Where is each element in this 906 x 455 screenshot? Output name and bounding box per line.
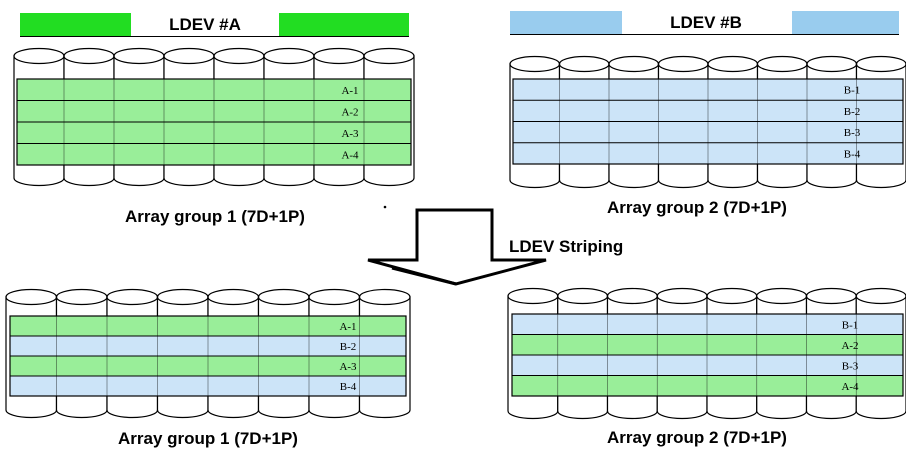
disk-top — [363, 47, 415, 65]
disk-top — [106, 288, 159, 306]
row-label: A-1 — [339, 321, 356, 333]
row-label: A-4 — [841, 381, 859, 393]
disk-top — [806, 55, 858, 73]
array-group-top-left: A-1A-2A-3A-4 — [13, 47, 415, 187]
header-ldev-b: LDEV #B — [510, 9, 899, 35]
stripe-band-outline — [511, 313, 904, 397]
disk-top — [855, 287, 906, 305]
caption-bottom-left: Array group 1 (7D+1P) — [118, 429, 298, 448]
striping-arrow — [367, 208, 547, 286]
row-label: B-4 — [340, 381, 357, 393]
disk-top — [213, 47, 265, 65]
header-ldev-b-gap — [622, 9, 792, 34]
stripe-row — [512, 314, 903, 335]
disk-top — [5, 288, 58, 306]
disk-top — [257, 288, 310, 306]
arrow-label: LDEV Striping — [509, 237, 623, 256]
disk-top — [163, 47, 215, 65]
header-ldev-b-text: LDEV #B — [670, 13, 742, 32]
array-group-bottom-left: A-1B-2A-3B-4 — [5, 288, 411, 419]
disk-top — [657, 55, 709, 73]
disk-top — [207, 288, 260, 306]
disk-top — [558, 55, 610, 73]
striping-arrow-shape — [367, 208, 547, 286]
disk-top — [358, 288, 411, 306]
row-label: B-1 — [844, 85, 861, 97]
stripe-row — [512, 355, 903, 376]
row-label: B-2 — [340, 341, 357, 353]
row-label: A-4 — [341, 149, 359, 161]
caption-top-right: Array group 2 (7D+1P) — [607, 198, 787, 217]
array-group-top-right: B-1B-2B-3B-4 — [509, 55, 906, 189]
disk-top — [756, 287, 808, 305]
stripe-row — [512, 375, 903, 396]
stripe-band-outline — [9, 315, 407, 397]
disk-top — [557, 287, 609, 305]
row-label: A-2 — [841, 340, 858, 352]
header-ldev-a-text: LDEV #A — [169, 15, 241, 34]
row-label: A-3 — [341, 128, 359, 140]
array-group-bottom-right: B-1A-2B-3A-4 — [507, 287, 906, 420]
disk-top — [608, 55, 660, 73]
disk-top — [509, 55, 561, 73]
row-label: B-3 — [842, 360, 859, 372]
row-label: B-1 — [842, 319, 859, 331]
disk-top — [55, 288, 108, 306]
disk-top — [706, 287, 758, 305]
row-label: B-4 — [844, 148, 861, 160]
disk-top — [756, 55, 808, 73]
stray-dot — [383, 205, 387, 209]
row-label: B-3 — [844, 127, 861, 139]
row-label: A-2 — [341, 106, 358, 118]
row-label: A-3 — [339, 361, 357, 373]
disk-top — [308, 288, 361, 306]
disk-top — [656, 287, 708, 305]
striping-arrow-tip-shade — [391, 266, 457, 286]
stripe-row — [512, 334, 903, 355]
disk-top — [313, 47, 365, 65]
disk-top — [855, 55, 906, 73]
caption-bottom-right: Array group 2 (7D+1P) — [607, 428, 787, 447]
row-label: B-2 — [844, 106, 861, 118]
header-ldev-a-gap — [131, 11, 279, 36]
disk-top — [707, 55, 759, 73]
disk-top — [263, 47, 315, 65]
disk-top — [606, 287, 658, 305]
stripe-band-outline — [512, 78, 904, 165]
disk-top — [113, 47, 165, 65]
disk-top — [507, 287, 559, 305]
disk-top — [805, 287, 857, 305]
caption-top-left: Array group 1 (7D+1P) — [125, 207, 305, 226]
disk-top — [156, 288, 209, 306]
header-ldev-a: LDEV #A — [20, 11, 409, 37]
stripe-band-outline — [16, 78, 412, 166]
disk-top — [63, 47, 115, 65]
disk-top — [13, 47, 65, 65]
row-label: A-1 — [341, 85, 358, 97]
